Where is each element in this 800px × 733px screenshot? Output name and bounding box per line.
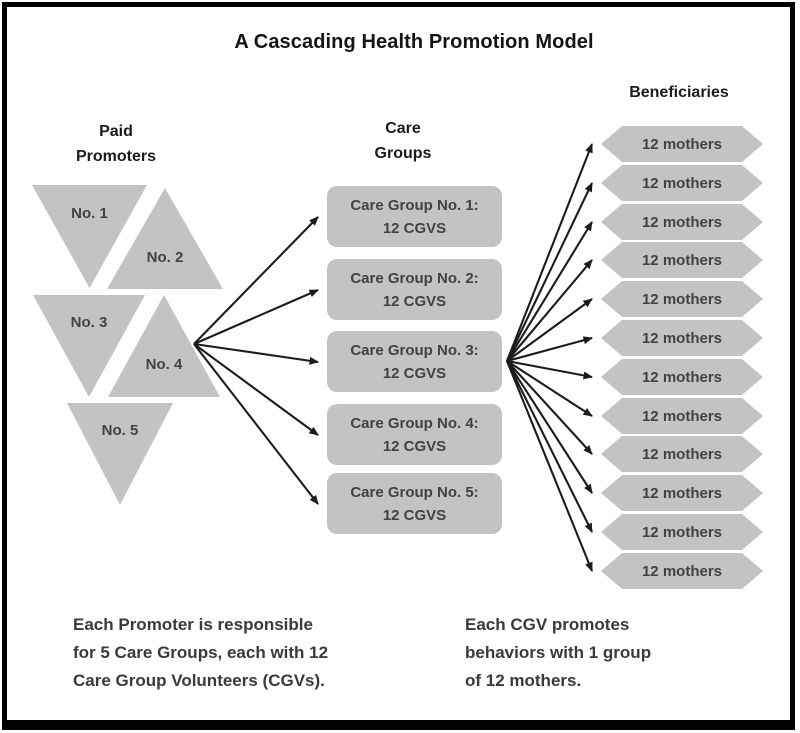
diagram-title: A Cascading Health Promotion Model (234, 31, 594, 53)
beneficiary-label: 12 mothers (641, 329, 723, 347)
promoter-label: No. 5 (101, 422, 139, 440)
beneficiary-hexagon-2: 12 mothers (601, 165, 763, 201)
care-groups-header-line2: Groups (374, 145, 432, 162)
column-header-paid-promoters: Paid Promoters (46, 119, 186, 169)
care-group-box-1: Care Group No. 1: 12 CGVS (327, 186, 502, 247)
care-group-value: 12 CGVS (382, 292, 447, 310)
beneficiary-hexagon-1: 12 mothers (601, 126, 763, 162)
care-group-title: Care Group No. 3: (350, 341, 479, 359)
footnote-cgv-line1: Each CGV promotes (465, 615, 630, 634)
care-group-title: Care Group No. 2: (350, 269, 479, 287)
column-header-care-groups: Care Groups (333, 116, 473, 166)
beneficiary-label: 12 mothers (641, 135, 723, 153)
paid-promoters-header-line1: Paid (99, 123, 133, 140)
beneficiary-label: 12 mothers (641, 213, 723, 231)
care-group-value: 12 CGVS (382, 219, 447, 237)
beneficiary-hexagon-12: 12 mothers (601, 553, 763, 589)
beneficiary-label: 12 mothers (641, 407, 723, 425)
beneficiary-hexagon-6: 12 mothers (601, 320, 763, 356)
beneficiary-hexagon-9: 12 mothers (601, 436, 763, 472)
beneficiary-label: 12 mothers (641, 562, 723, 580)
footnote-promoters-line2: for 5 Care Groups, each with 12 (73, 643, 329, 662)
care-group-box-3: Care Group No. 3: 12 CGVS (327, 331, 502, 392)
footnote-promoters: Each Promoter is responsible for 5 Care … (73, 611, 328, 695)
column-header-beneficiaries: Beneficiaries (629, 84, 729, 101)
beneficiary-hexagon-10: 12 mothers (601, 475, 763, 511)
promoter-label: No. 4 (145, 356, 183, 374)
beneficiary-label: 12 mothers (641, 290, 723, 308)
beneficiary-hexagon-4: 12 mothers (601, 242, 763, 278)
care-group-value: 12 CGVS (382, 364, 447, 382)
beneficiary-label: 12 mothers (641, 251, 723, 269)
care-group-title: Care Group No. 4: (350, 414, 479, 432)
footnote-cgv-line2: behaviors with 1 group (465, 643, 652, 662)
care-group-box-2: Care Group No. 2: 12 CGVS (327, 259, 502, 320)
footnote-cgv-line3: of 12 mothers. (465, 671, 582, 690)
care-group-box-5: Care Group No. 5: 12 CGVS (327, 473, 502, 534)
promoter-label: No. 3 (70, 314, 108, 332)
footnote-promoters-line1: Each Promoter is responsible (73, 615, 313, 634)
care-group-value: 12 CGVS (382, 506, 447, 524)
beneficiary-label: 12 mothers (641, 523, 723, 541)
beneficiary-label: 12 mothers (641, 445, 723, 463)
beneficiary-hexagon-11: 12 mothers (601, 514, 763, 550)
footnote-cgv: Each CGV promotes behaviors with 1 group… (465, 611, 651, 695)
beneficiary-label: 12 mothers (641, 368, 723, 386)
care-group-value: 12 CGVS (382, 437, 447, 455)
care-group-title: Care Group No. 1: (350, 196, 479, 214)
beneficiary-hexagon-3: 12 mothers (601, 204, 763, 240)
beneficiary-label: 12 mothers (641, 484, 723, 502)
care-group-title: Care Group No. 5: (350, 483, 479, 501)
beneficiary-label: 12 mothers (641, 174, 723, 192)
footnote-promoters-line3: Care Group Volunteers (CGVs). (73, 671, 325, 690)
promoter-label: No. 2 (146, 248, 184, 266)
beneficiary-hexagon-7: 12 mothers (601, 359, 763, 395)
care-group-box-4: Care Group No. 4: 12 CGVS (327, 404, 502, 465)
promoter-label: No. 1 (71, 204, 108, 222)
beneficiary-hexagon-5: 12 mothers (601, 281, 763, 317)
beneficiary-hexagon-8: 12 mothers (601, 398, 763, 434)
care-groups-header-line1: Care (385, 120, 421, 137)
paid-promoters-header-line2: Promoters (75, 148, 157, 165)
